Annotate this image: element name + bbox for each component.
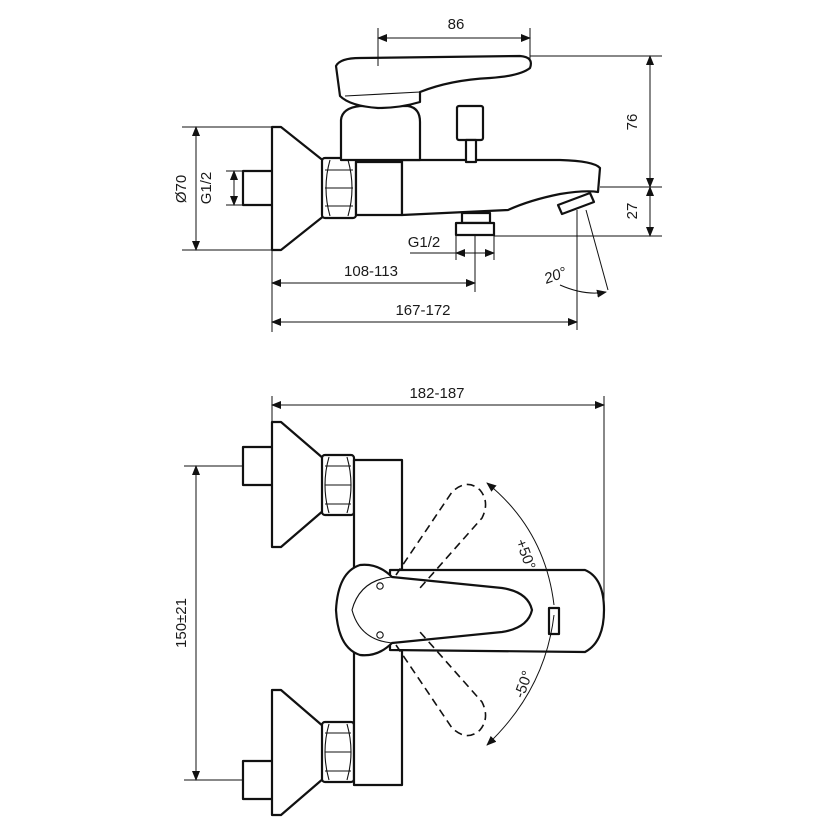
- eccentric-nut: [320, 156, 358, 220]
- upper-inlet-stub: [241, 445, 276, 487]
- lever-top: [334, 563, 534, 657]
- top-view: +50° -50° 182-187 150±21: [173, 385, 606, 817]
- upper-nut: [320, 453, 356, 517]
- dim-spout-drop: 27: [624, 203, 641, 220]
- arc-plus: [486, 482, 555, 606]
- lever-position-minus: [395, 631, 487, 737]
- arc-minus: [486, 614, 555, 746]
- spout-aerator-top: [547, 606, 561, 636]
- wall-flange: [270, 125, 327, 252]
- dim-lever-minus: -50°: [511, 669, 536, 701]
- dim-flange-diameter: Ø70: [173, 175, 190, 203]
- lever-handle: [334, 54, 532, 110]
- lower-inlet-stub: [241, 759, 276, 801]
- dim-projection: 182-187: [409, 385, 464, 402]
- lever-position-plus: [395, 483, 487, 589]
- lower-flange: [270, 688, 326, 817]
- shower-outlet-fitting: [454, 211, 496, 237]
- dim-total-length: 167-172: [395, 302, 450, 319]
- spout-outlet: [556, 191, 596, 216]
- dim-lever-plus: +50°: [512, 537, 539, 572]
- dim-outlet-thread: G1/2: [408, 234, 441, 251]
- diverter-knob: [455, 104, 485, 164]
- dim-spout-angle: 20°: [541, 264, 569, 288]
- mixer-body: [354, 160, 404, 217]
- dim-inner-length: 108-113: [344, 263, 398, 280]
- wall-inlet-stub: [241, 169, 275, 207]
- dim-center-distance: 150±21: [173, 598, 190, 648]
- dim-inlet-thread: G1/2: [198, 172, 215, 205]
- side-view: 86 76 27 Ø70 G1/2 G1/2 108-113 167-1: [173, 16, 662, 332]
- upper-flange: [270, 420, 326, 549]
- cartridge-housing: [339, 104, 422, 162]
- dim-height-total: 76: [624, 114, 641, 131]
- lower-nut: [320, 720, 356, 784]
- spout: [400, 158, 602, 217]
- dim-lever-width: 86: [448, 16, 465, 33]
